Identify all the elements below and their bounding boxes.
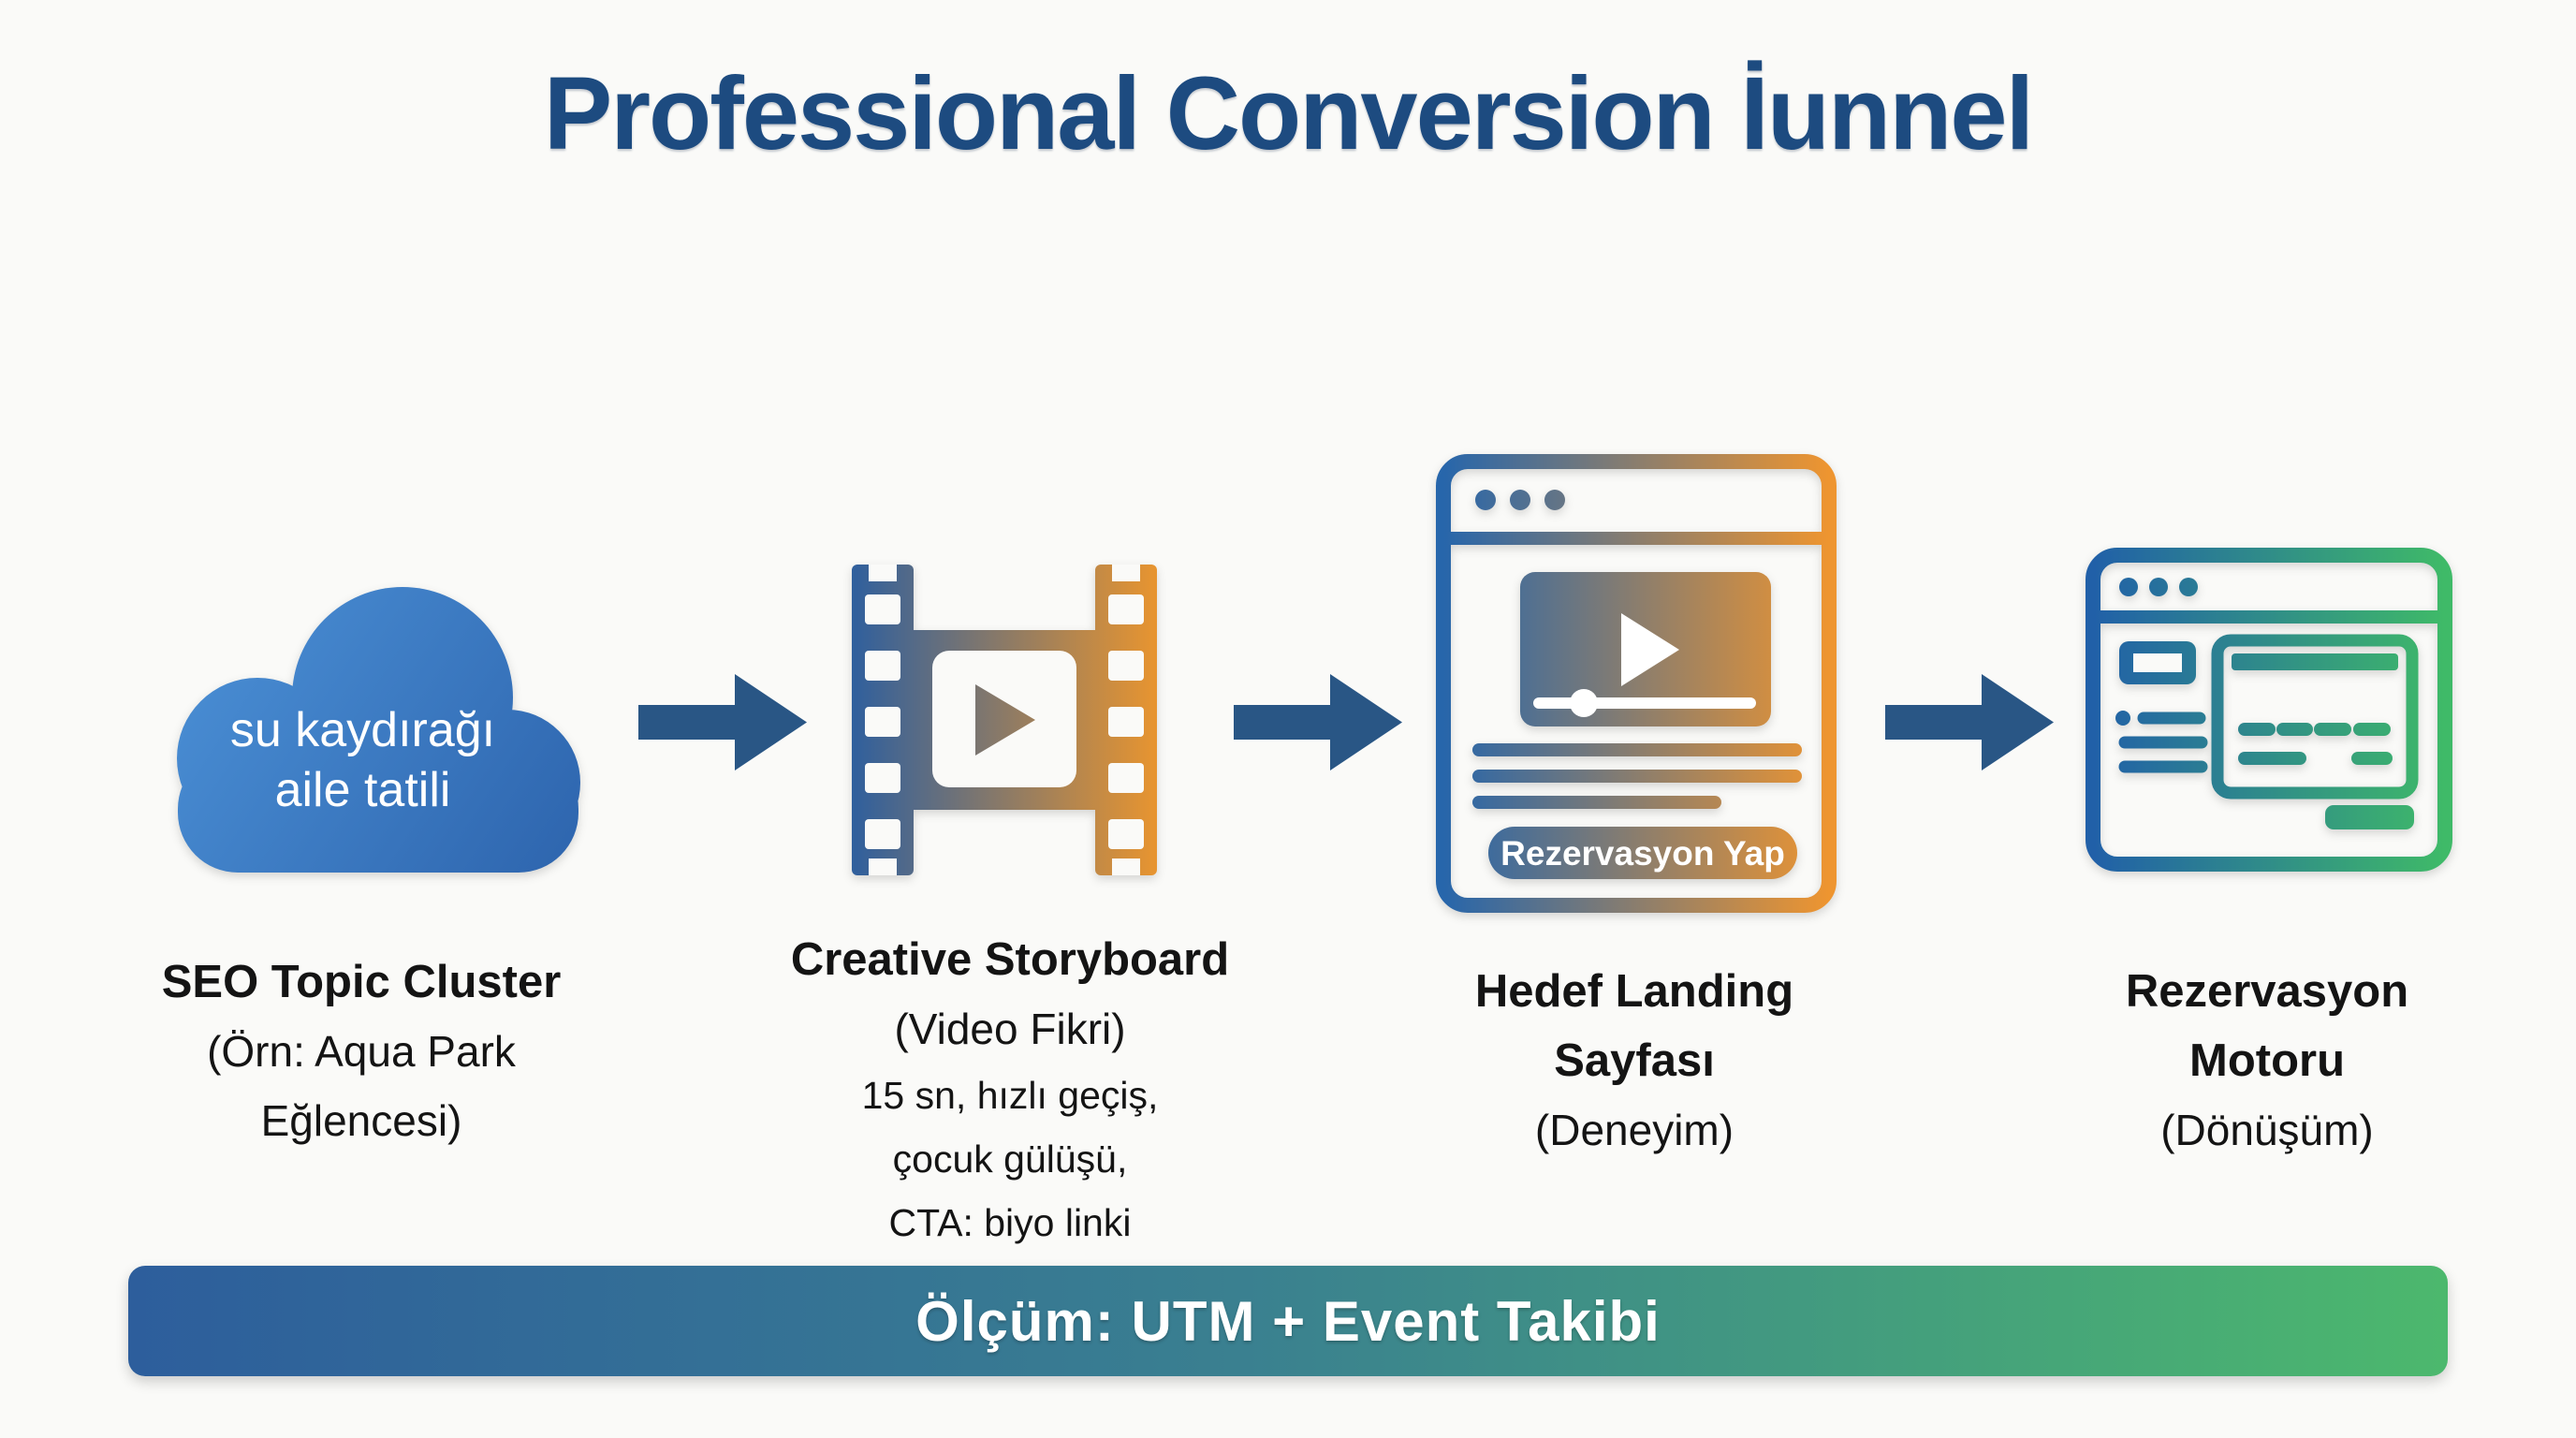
stage-title: SEO Topic Cluster <box>161 957 562 1007</box>
reservation-button <box>1488 827 1797 879</box>
play-icon <box>1621 613 1679 686</box>
stage-detail: 15 sn, hızlı geçiş, <box>861 1074 1159 1117</box>
form-submit-button <box>2325 805 2414 829</box>
arrow-right-icon <box>1885 674 2054 770</box>
measurement-bar: Ölçüm: UTM + Event Takibi <box>128 1266 2448 1376</box>
stage-subtitle: (Dönüşüm) <box>2160 1106 2374 1154</box>
cloud-icon <box>177 587 580 873</box>
stage-detail: çocuk gülüşü, <box>892 1137 1128 1181</box>
stage-title: Sayfası <box>1554 1035 1715 1086</box>
booking-engine-icon <box>2086 548 2452 872</box>
form-header-band <box>2232 653 2398 670</box>
play-icon <box>975 684 1035 756</box>
stage-subtitle: (Video Fikri) <box>894 1005 1126 1053</box>
stage-label-rezervasyon-motoru: Rezervasyon Motoru (Dönüşüm) <box>1968 957 2567 1165</box>
stage-label-creative-storyboard: Creative Storyboard (Video Fikri) 15 sn,… <box>710 925 1310 1255</box>
stage-title: Motoru <box>2189 1035 2345 1086</box>
stage-detail: CTA: biyo linki <box>888 1201 1132 1244</box>
stage-label-hedef-landing: Hedef Landing Sayfası (Deneyim) <box>1335 957 1934 1165</box>
stage-subtitle: (Örn: Aqua Park <box>207 1027 516 1076</box>
stage-title: Rezervasyon <box>2125 966 2409 1017</box>
stage-title: Hedef Landing <box>1474 966 1794 1017</box>
browser-window-dots <box>2119 578 2198 596</box>
arrow-right-icon <box>638 674 807 770</box>
stage-title: Creative Storyboard <box>790 934 1230 985</box>
browser-frame <box>1436 454 1837 913</box>
filmstrip-icon <box>852 565 1157 875</box>
stage-subtitle: Eğlencesi) <box>260 1096 462 1145</box>
video-progress-knob <box>1570 689 1598 717</box>
form-field-dashes <box>2238 723 2393 765</box>
cloud-keywords: su kaydırağı aile tatili <box>122 700 604 820</box>
reservation-button-label: Rezervasyon Yap <box>1500 834 1785 873</box>
stage-label-seo-topic-cluster: SEO Topic Cluster (Örn: Aqua Park Eğlenc… <box>62 947 661 1155</box>
cloud-keyword-line: su kaydırağı <box>229 703 496 757</box>
cloud-shape <box>177 587 580 873</box>
page-text-lines <box>1472 743 1802 809</box>
booking-form <box>2211 634 2419 800</box>
landing-page-icon: Rezervasyon Yap <box>1436 454 1837 913</box>
browser-frame <box>2086 548 2452 872</box>
bullet-dot <box>2115 711 2130 726</box>
arrow-right-icon <box>1234 674 1402 770</box>
page-title: Professional Conversion İunnel <box>543 56 2034 171</box>
browser-window-dots <box>1475 490 1565 510</box>
cloud-keyword-line: aile tatili <box>274 763 451 817</box>
stage-subtitle: (Deneyim) <box>1534 1106 1734 1154</box>
menu-text-lines <box>2118 712 2208 773</box>
logo-box-inner <box>2133 653 2182 672</box>
measurement-bar-text: Ölçüm: UTM + Event Takibi <box>915 1289 1661 1353</box>
